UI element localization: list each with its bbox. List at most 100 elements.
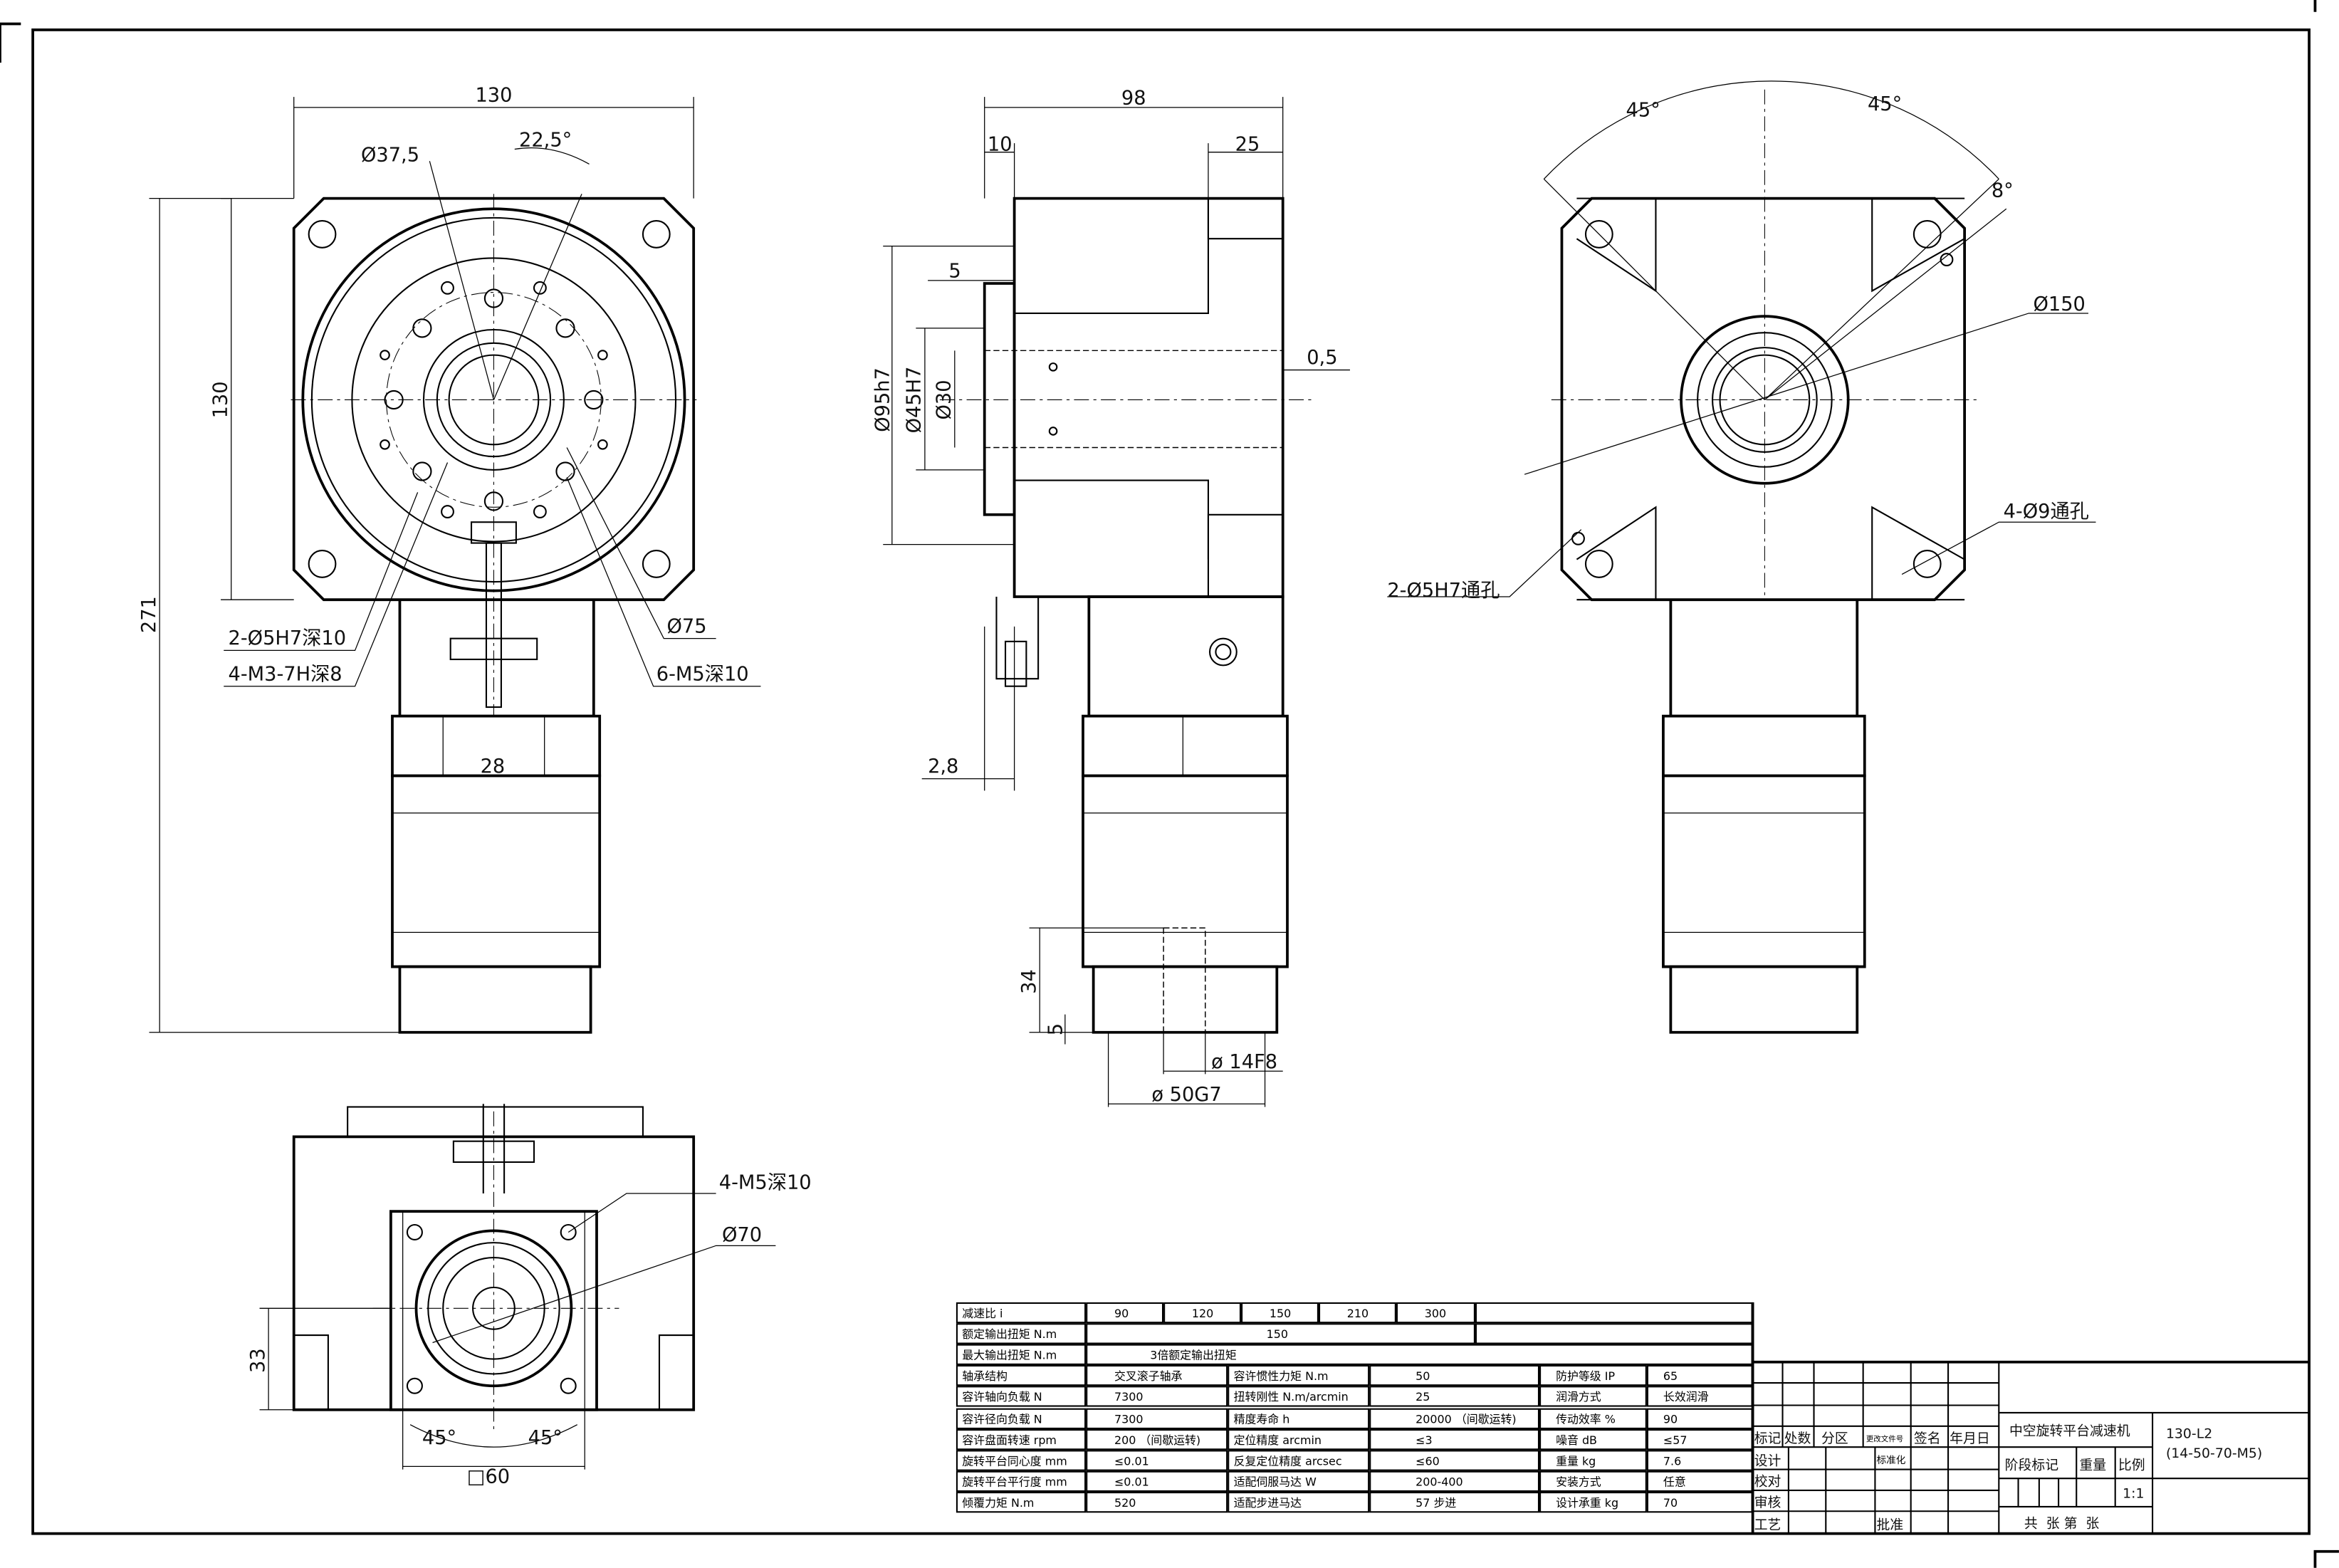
dim-overall-271: 271 — [138, 596, 160, 633]
spec-value: 50 — [1369, 1365, 1540, 1387]
spec-empty-cell — [1475, 1302, 1753, 1324]
label-m5-threads-bottom: 4-M5深10 — [719, 1172, 812, 1194]
dim-dia-70: Ø70 — [722, 1224, 762, 1246]
spec-value: 任意 — [1646, 1470, 1753, 1492]
spec-value: ≤3 — [1369, 1428, 1540, 1450]
spec-ratio-value: 120 — [1163, 1302, 1242, 1324]
spec-empty-cell — [1475, 1323, 1753, 1344]
spec-value: 7300 — [1086, 1407, 1228, 1429]
spec-value: 520 — [1086, 1491, 1228, 1513]
rear-view: 45° 45° 8° Ø150 4-Ø9通孔 2-Ø5H7通孔 — [1387, 80, 2096, 1034]
spec-value: 20000 （间歇运转) — [1369, 1407, 1540, 1429]
front-view: 130 130 271 Ø37,5 22,5° 2-Ø5H7深10 4-M3-7… — [138, 84, 761, 1034]
dim-dia-150: Ø150 — [2033, 293, 2085, 315]
tb-mark: 标记 — [1754, 1431, 1781, 1446]
spec-value: ≤0.01 — [1086, 1449, 1228, 1471]
spec-label: 旋转平台平行度 mm — [956, 1470, 1087, 1492]
spec-value: 70 — [1646, 1491, 1753, 1513]
spec-value: 25 — [1369, 1386, 1540, 1408]
dim-flange-10: 10 — [988, 134, 1012, 156]
spec-rated-value: 150 — [1086, 1323, 1475, 1344]
dim-gap-0-5: 0,5 — [1307, 347, 1337, 369]
tb-model-code: (14-50-70-M5) — [2166, 1446, 2262, 1461]
spec-max-value: 3倍额定输出扭矩 — [1086, 1344, 1753, 1366]
dim-height-33: 33 — [247, 1348, 269, 1373]
spec-label: 扭转刚性 N.m/arcmin — [1228, 1386, 1370, 1408]
spec-value: 90 — [1646, 1407, 1753, 1429]
spec-label: 适配步进马达 — [1228, 1491, 1370, 1513]
dim-bore-37-5: Ø37,5 — [361, 144, 419, 166]
tb-date: 年月日 — [1950, 1431, 1990, 1446]
spec-value: 200-400 — [1369, 1470, 1540, 1492]
tb-model: 130-L2 — [2166, 1427, 2212, 1442]
spec-label: 精度寿命 h — [1228, 1407, 1370, 1429]
spec-label: 容许盘面转速 rpm — [956, 1428, 1087, 1450]
spec-label: 反复定位精度 arcsec — [1228, 1449, 1370, 1471]
dim-spigot-dia-50: ø 50G7 — [1151, 1084, 1221, 1106]
dim-length-98: 98 — [1121, 88, 1146, 110]
spec-value: 65 — [1646, 1365, 1753, 1387]
spec-ratio-value: 90 — [1086, 1302, 1164, 1324]
spec-value: 交叉滚子轴承 — [1086, 1365, 1228, 1387]
spec-value: ≤0.01 — [1086, 1470, 1228, 1492]
spec-ratio-value: 300 — [1396, 1302, 1475, 1324]
tb-review: 审核 — [1754, 1495, 1781, 1510]
spec-ratio-value: 210 — [1318, 1302, 1396, 1324]
tb-zone: 分区 — [1821, 1431, 1848, 1446]
spec-label: 容许轴向负载 N — [956, 1386, 1087, 1408]
spec-label: 容许径向负载 N — [956, 1407, 1087, 1429]
spec-label: 噪音 dB — [1539, 1428, 1647, 1450]
title-block: 标记 处数 分区 更改文件号 签名 年月日 设计 标准化 校对 审核 工艺 批准… — [1751, 1302, 2310, 1534]
side-view: 98 10 25 5 0,5 Ø95h7 Ø45H7 Ø30 2,8 34 5 … — [872, 88, 1350, 1107]
spec-label: 重量 kg — [1539, 1449, 1647, 1471]
tb-product-name: 中空旋转平台减速机 — [2009, 1423, 2130, 1438]
spec-value: ≤57 — [1646, 1428, 1753, 1450]
dim-angle-right-45: 45° — [1868, 93, 1902, 115]
dim-width-28: 28 — [481, 756, 506, 778]
tb-scale: 1:1 — [2123, 1486, 2144, 1501]
drawing-border — [31, 28, 2311, 1535]
dim-angle-left-45: 45° — [1626, 99, 1660, 121]
label-m3-threads: 4-M3-7H深8 — [229, 663, 342, 685]
tb-check: 校对 — [1754, 1474, 1781, 1490]
dim-offset-2-8: 2,8 — [928, 756, 958, 778]
spec-value: 7300 — [1086, 1386, 1228, 1408]
spec-value: 7.6 — [1646, 1449, 1753, 1471]
spec-label: 适配伺服马达 W — [1228, 1470, 1370, 1492]
label-m5-threads: 6-M5深10 — [656, 663, 749, 685]
spec-label: 容许惯性力矩 N.m — [1228, 1365, 1370, 1387]
spec-label: 额定输出扭矩 N.m — [956, 1323, 1087, 1344]
dim-dia-45: Ø45H7 — [904, 367, 926, 434]
spec-label: 旋转平台同心度 mm — [956, 1449, 1087, 1471]
spec-value: 长效润滑 — [1646, 1386, 1753, 1408]
dim-shaft-5: 5 — [1045, 1023, 1067, 1035]
tb-count: 处数 — [1784, 1431, 1811, 1446]
dim-pcd-75: Ø75 — [666, 615, 706, 637]
tb-stage-mark: 阶段标记 — [2005, 1458, 2059, 1473]
tb-standard: 标准化 — [1877, 1455, 1906, 1466]
spec-label: 轴承结构 — [956, 1365, 1087, 1387]
corner-mark — [2313, 0, 2339, 1568]
tb-sheets: 共 张 第 张 — [2024, 1515, 2099, 1531]
bottom-view: 4-M5深10 Ø70 33 45° 45° □60 — [247, 1104, 812, 1488]
spec-label: 传动效率 % — [1539, 1407, 1647, 1429]
spec-label: 润滑方式 — [1539, 1386, 1647, 1408]
tb-weight: 重量 — [2079, 1458, 2106, 1473]
dim-square-60: □60 — [467, 1465, 510, 1488]
label-through-holes: 4-Ø9通孔 — [2004, 501, 2089, 523]
tb-process: 工艺 — [1754, 1517, 1781, 1532]
dim-angle-8: 8° — [1992, 180, 2014, 202]
dim-angle-right-45-bottom: 45° — [528, 1427, 562, 1449]
dim-angle-22-5: 22,5° — [519, 129, 572, 151]
spec-label: 最大输出扭矩 N.m — [956, 1344, 1087, 1366]
dim-width-130: 130 — [475, 84, 512, 106]
spec-label: 安装方式 — [1539, 1470, 1647, 1492]
spec-label: 倾覆力矩 N.m — [956, 1491, 1087, 1513]
tb-change-doc: 更改文件号 — [1866, 1434, 1903, 1443]
spec-label: 减速比 i — [956, 1302, 1087, 1324]
label-pin-through: 2-Ø5H7通孔 — [1387, 580, 1500, 602]
tb-sign: 签名 — [1914, 1431, 1941, 1446]
spec-label: 定位精度 arcmin — [1228, 1428, 1370, 1450]
